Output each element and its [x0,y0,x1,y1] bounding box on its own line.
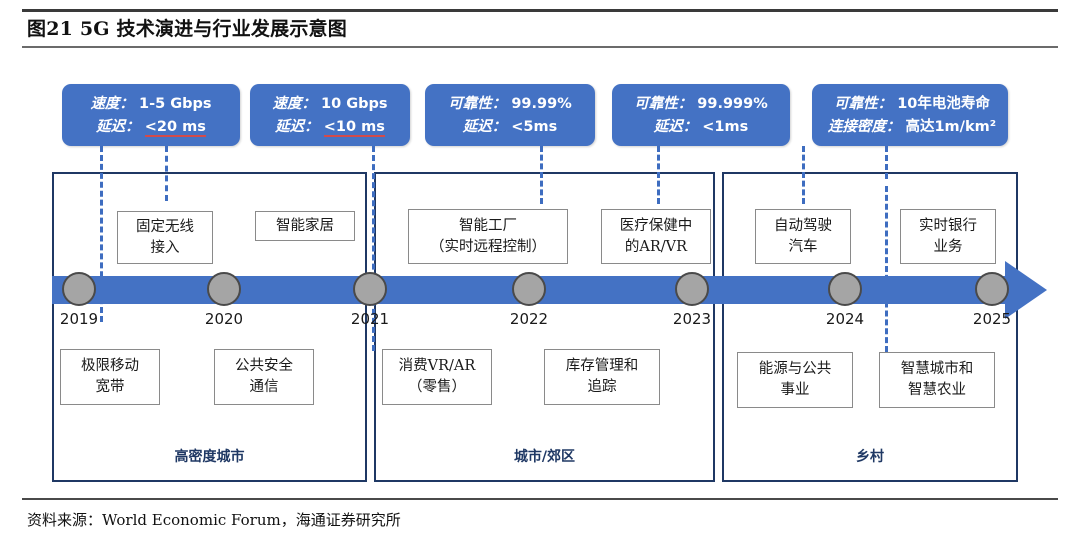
timeline-year-2020: 2020 [204,310,244,328]
callout-line-2: 连接密度： 高达1m/km² [827,119,997,135]
timeline-marker-2019 [62,272,96,306]
zone-panel-urban-suburban [374,172,715,482]
zone-panel-rural [722,172,1018,482]
app-box-below-5: 能源与公共事业 [737,352,853,408]
callout-line-2: 延迟： <20 ms [96,119,206,137]
title-rule-top [22,9,1058,12]
connector-dash-2 [165,146,168,201]
title-rule-bottom [22,46,1058,48]
app-box-below-6: 智慧城市和智慧农业 [879,352,995,408]
timeline-year-2019: 2019 [59,310,99,328]
app-box-below-4: 库存管理和追踪 [544,349,660,405]
app-box-above-5: 自动驾驶汽车 [755,209,851,264]
callout-line-2: 延迟： <10 ms [275,119,385,137]
callout-line-2: 延迟： <1ms [653,119,749,135]
connector-dash-3 [372,146,375,351]
callout-box-4: 可靠性： 99.999% 延迟： <1ms [612,84,790,146]
callout-line-2: 延迟： <5ms [462,119,558,135]
callout-line-1: 速度： 1-5 Gbps [90,96,212,112]
timeline-marker-2023 [675,272,709,306]
timeline-year-2023: 2023 [672,310,712,328]
connector-dash-4 [540,146,543,204]
timeline-marker-2021 [353,272,387,306]
connector-dash-1 [100,146,103,322]
timeline-year-2025: 2025 [972,310,1012,328]
app-box-above-3: 智能工厂（实时远程控制） [408,209,568,264]
timeline-year-2024: 2024 [825,310,865,328]
timeline-year-2021: 2021 [350,310,390,328]
callout-box-2: 速度： 10 Gbps 延迟： <10 ms [250,84,410,146]
timeline-year-2022: 2022 [509,310,549,328]
source-note: 资料来源：World Economic Forum，海通证券研究所 [27,511,401,529]
connector-dash-5 [657,146,660,204]
timeline-marker-2022 [512,272,546,306]
connector-dash-8 [885,186,888,352]
zone-label-high-density-city: 高密度城市 [174,449,245,465]
callout-line-1: 速度： 10 Gbps [272,96,388,112]
connector-dash-6 [802,146,805,204]
callout-box-5: 可靠性： 10年电池寿命 连接密度： 高达1m/km² [812,84,1008,146]
app-box-above-4: 医疗保健中的AR/VR [601,209,711,264]
app-box-below-2: 公共安全通信 [214,349,314,405]
timeline-arrowhead-icon [1005,261,1047,319]
callout-line-1: 可靠性： 10年电池寿命 [834,96,990,112]
timeline-marker-2020 [207,272,241,306]
app-box-above-1: 固定无线接入 [117,211,213,264]
callout-box-1: 速度： 1-5 Gbps 延迟： <20 ms [62,84,240,146]
app-box-above-2: 智能家居 [255,211,355,241]
app-box-below-3: 消费VR/AR（零售） [382,349,492,405]
callout-line-1: 可靠性： 99.99% [448,96,572,112]
timeline-marker-2024 [828,272,862,306]
zone-panel-high-density-city [52,172,367,482]
callout-line-1: 可靠性： 99.999% [634,96,768,112]
timeline-marker-2025 [975,272,1009,306]
app-box-below-1: 极限移动宽带 [60,349,160,405]
app-box-above-6: 实时银行业务 [900,209,996,264]
page-title: 图21 5G 技术演进与行业发展示意图 [27,18,347,40]
callout-box-3: 可靠性： 99.99% 延迟： <5ms [425,84,595,146]
connector-dash-7 [885,146,888,179]
zone-label-rural: 乡村 [856,449,884,465]
zone-label-urban-suburban: 城市/郊区 [513,449,576,465]
source-rule [22,498,1058,500]
